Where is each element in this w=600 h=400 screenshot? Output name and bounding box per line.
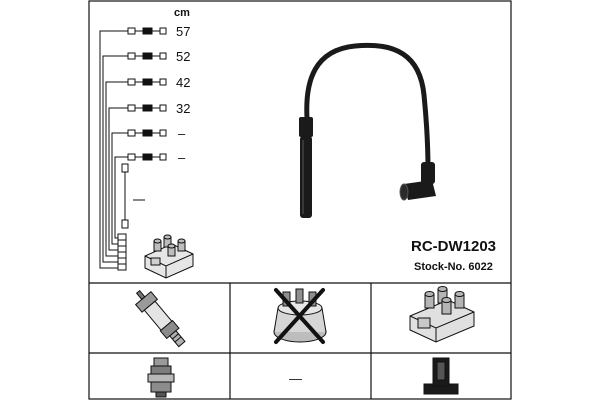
length-value: 32 — [176, 101, 190, 116]
length-value: 52 — [176, 49, 190, 64]
length-row: 52 — [127, 49, 190, 64]
coil-pack-small-icon — [144, 234, 194, 279]
length-value: – — [178, 150, 186, 165]
model-number: RC-DW1203 — [411, 238, 496, 255]
connector-symbol — [127, 153, 167, 161]
spark-plug-boot-icon — [147, 357, 175, 398]
length-row: 32 — [127, 101, 190, 116]
frame — [88, 0, 512, 400]
length-value: 57 — [176, 24, 190, 39]
spark-plug-icon — [134, 289, 186, 348]
connector-symbol — [127, 52, 167, 60]
length-row: – — [127, 126, 186, 141]
length-value: 42 — [176, 75, 190, 90]
connector-symbol — [127, 78, 167, 86]
ignition-coil-icon — [409, 286, 475, 343]
length-row: 57 — [127, 24, 190, 39]
length-value: – — [178, 126, 186, 141]
connector-symbol — [127, 104, 167, 112]
ignition-cable-icon — [299, 42, 436, 218]
coil-connector-icon — [423, 357, 459, 395]
length-row: 42 — [127, 75, 190, 90]
cable-set-schematic — [99, 30, 145, 271]
stock-number: Stock-No. 6022 — [414, 261, 493, 273]
connector-symbol — [127, 27, 167, 35]
length-row: – — [127, 150, 186, 165]
distributor-connector-label: — — [289, 371, 302, 386]
connector-symbol — [127, 129, 167, 137]
unit-label: cm — [174, 7, 190, 19]
not-applicable-cross-icon — [274, 288, 325, 344]
